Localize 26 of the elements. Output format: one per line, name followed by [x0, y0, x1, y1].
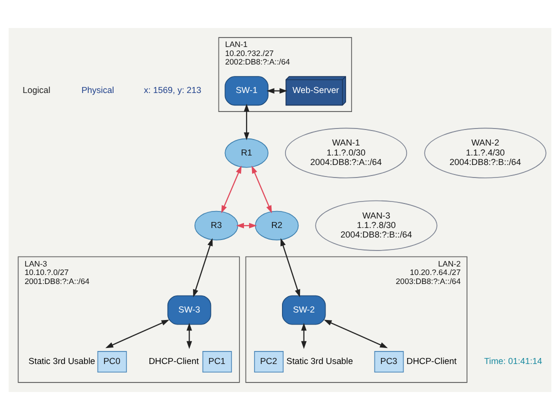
- arrow: [221, 166, 242, 214]
- arrow: [252, 166, 272, 214]
- node-box: SW-1: [224, 76, 268, 106]
- arrow: [280, 238, 300, 298]
- arrow: [324, 320, 388, 348]
- label: Time: 01:41:14: [484, 356, 542, 366]
- arrow: [186, 322, 192, 349]
- node-label: DHCP-Client: [406, 356, 457, 366]
- node-ellipse: WAN-2 1.1.?.4/30 2004:DB8:?:B::/64: [424, 128, 546, 178]
- node-ellipse: R3: [194, 210, 238, 240]
- node-label: Static 3rd Usable: [286, 356, 354, 366]
- node-label: Static 3rd Usable: [28, 356, 96, 366]
- node-label: DHCP-Client: [148, 356, 199, 366]
- arrow: [193, 238, 213, 298]
- node-ellipse: R1: [224, 138, 268, 168]
- node-box: SW-3: [167, 295, 212, 325]
- label: x: 1569, y: 213: [144, 85, 202, 96]
- node-box: SW-2: [282, 295, 326, 325]
- arrow: [301, 322, 307, 349]
- node-ellipse: WAN-1 1.1.?.0/30 2004:DB8:?:A::/64: [284, 128, 408, 178]
- arrow: [105, 320, 170, 348]
- label: Physical: [81, 85, 114, 96]
- label: Logical: [22, 85, 50, 96]
- node-ellipse: R2: [254, 210, 299, 240]
- arrow: [244, 104, 250, 140]
- node-ellipse: WAN-3 1.1.?.8/30 2004:DB8:?:B::/64: [315, 200, 438, 251]
